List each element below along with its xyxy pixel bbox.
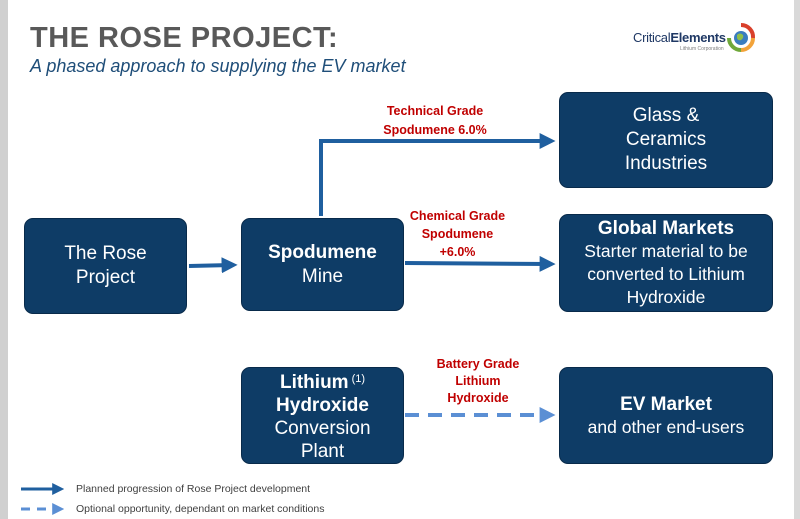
node-global-title: Global Markets	[597, 218, 735, 239]
page-title: THE ROSE PROJECT:	[30, 22, 339, 54]
label-chemical-line1: Chemical Grade	[409, 209, 506, 223]
arrow-rose-to-spodumene	[188, 257, 238, 274]
node-rose-project: The Rose Project	[24, 218, 187, 314]
node-spodumene-mine: Spodumene Mine	[241, 218, 404, 311]
node-lithium-hydroxide-plant: Lithium(1) Hydroxide Conversion Plant	[241, 367, 404, 464]
label-battery-line1: Battery Grade	[436, 357, 520, 371]
label-technical-line2: Spodumene 6.0%	[383, 123, 487, 137]
node-global-line2: converted to Lithium	[587, 264, 745, 284]
node-rose-line1: The Rose	[64, 243, 147, 264]
footnote-marker: (1)	[351, 373, 366, 385]
label-chemical-line3: +6.0%	[439, 245, 476, 259]
node-glass-line1: Glass &	[632, 105, 700, 126]
node-rose-line2: Project	[75, 267, 136, 288]
node-spodumene-subtitle: Mine	[301, 265, 344, 287]
label-battery-grade: Battery Grade Lithium Hydroxide	[408, 356, 548, 407]
right-frame-border	[794, 0, 800, 519]
globe-icon	[727, 22, 756, 52]
node-ev-market: EV Market and other end-users	[559, 367, 773, 464]
node-glass-line3: Industries	[624, 153, 708, 174]
left-frame-border	[0, 0, 8, 519]
node-ev-title: EV Market	[620, 393, 712, 415]
node-lithium-line1: Conversion	[274, 418, 371, 439]
label-battery-line3: Hydroxide	[447, 391, 509, 405]
node-lithium-title2: Hydroxide	[276, 395, 369, 416]
node-global-markets: Global Markets Starter material to be co…	[559, 214, 773, 312]
node-ev-subtitle: and other end-users	[587, 416, 745, 437]
company-logo: CriticalElements Lithium Corporation	[630, 22, 760, 62]
node-spodumene-title: Spodumene	[268, 241, 377, 263]
label-chemical-grade: Chemical Grade Spodumene +6.0%	[390, 207, 525, 261]
node-glass-ceramics: Glass & Ceramics Industries	[559, 92, 773, 188]
logo-wordmark: CriticalElements	[633, 30, 726, 45]
node-global-line1: Starter material to be	[584, 241, 748, 261]
label-technical-line1: Technical Grade	[386, 104, 484, 118]
page-subtitle: A phased approach to supplying the EV ma…	[30, 56, 406, 76]
arrow-spodumene-to-global	[404, 255, 556, 272]
legend-solid-label: Planned progression of Rose Project deve…	[76, 483, 311, 495]
node-glass-line2: Ceramics	[625, 129, 707, 150]
logo-tagline: Lithium Corporation	[680, 46, 724, 52]
node-global-line3: Hydroxide	[626, 287, 706, 307]
label-technical-grade: Technical Grade Spodumene 6.0%	[360, 102, 510, 140]
legend-dashed-label: Optional opportunity, dependant on marke…	[76, 503, 325, 515]
label-battery-line2: Lithium	[455, 374, 501, 388]
node-lithium-title: Lithium(1)	[279, 372, 366, 393]
label-chemical-line2: Spodumene	[421, 227, 494, 241]
node-lithium-line2: Plant	[300, 441, 345, 462]
arrow-spodumene-to-glass	[319, 133, 556, 216]
